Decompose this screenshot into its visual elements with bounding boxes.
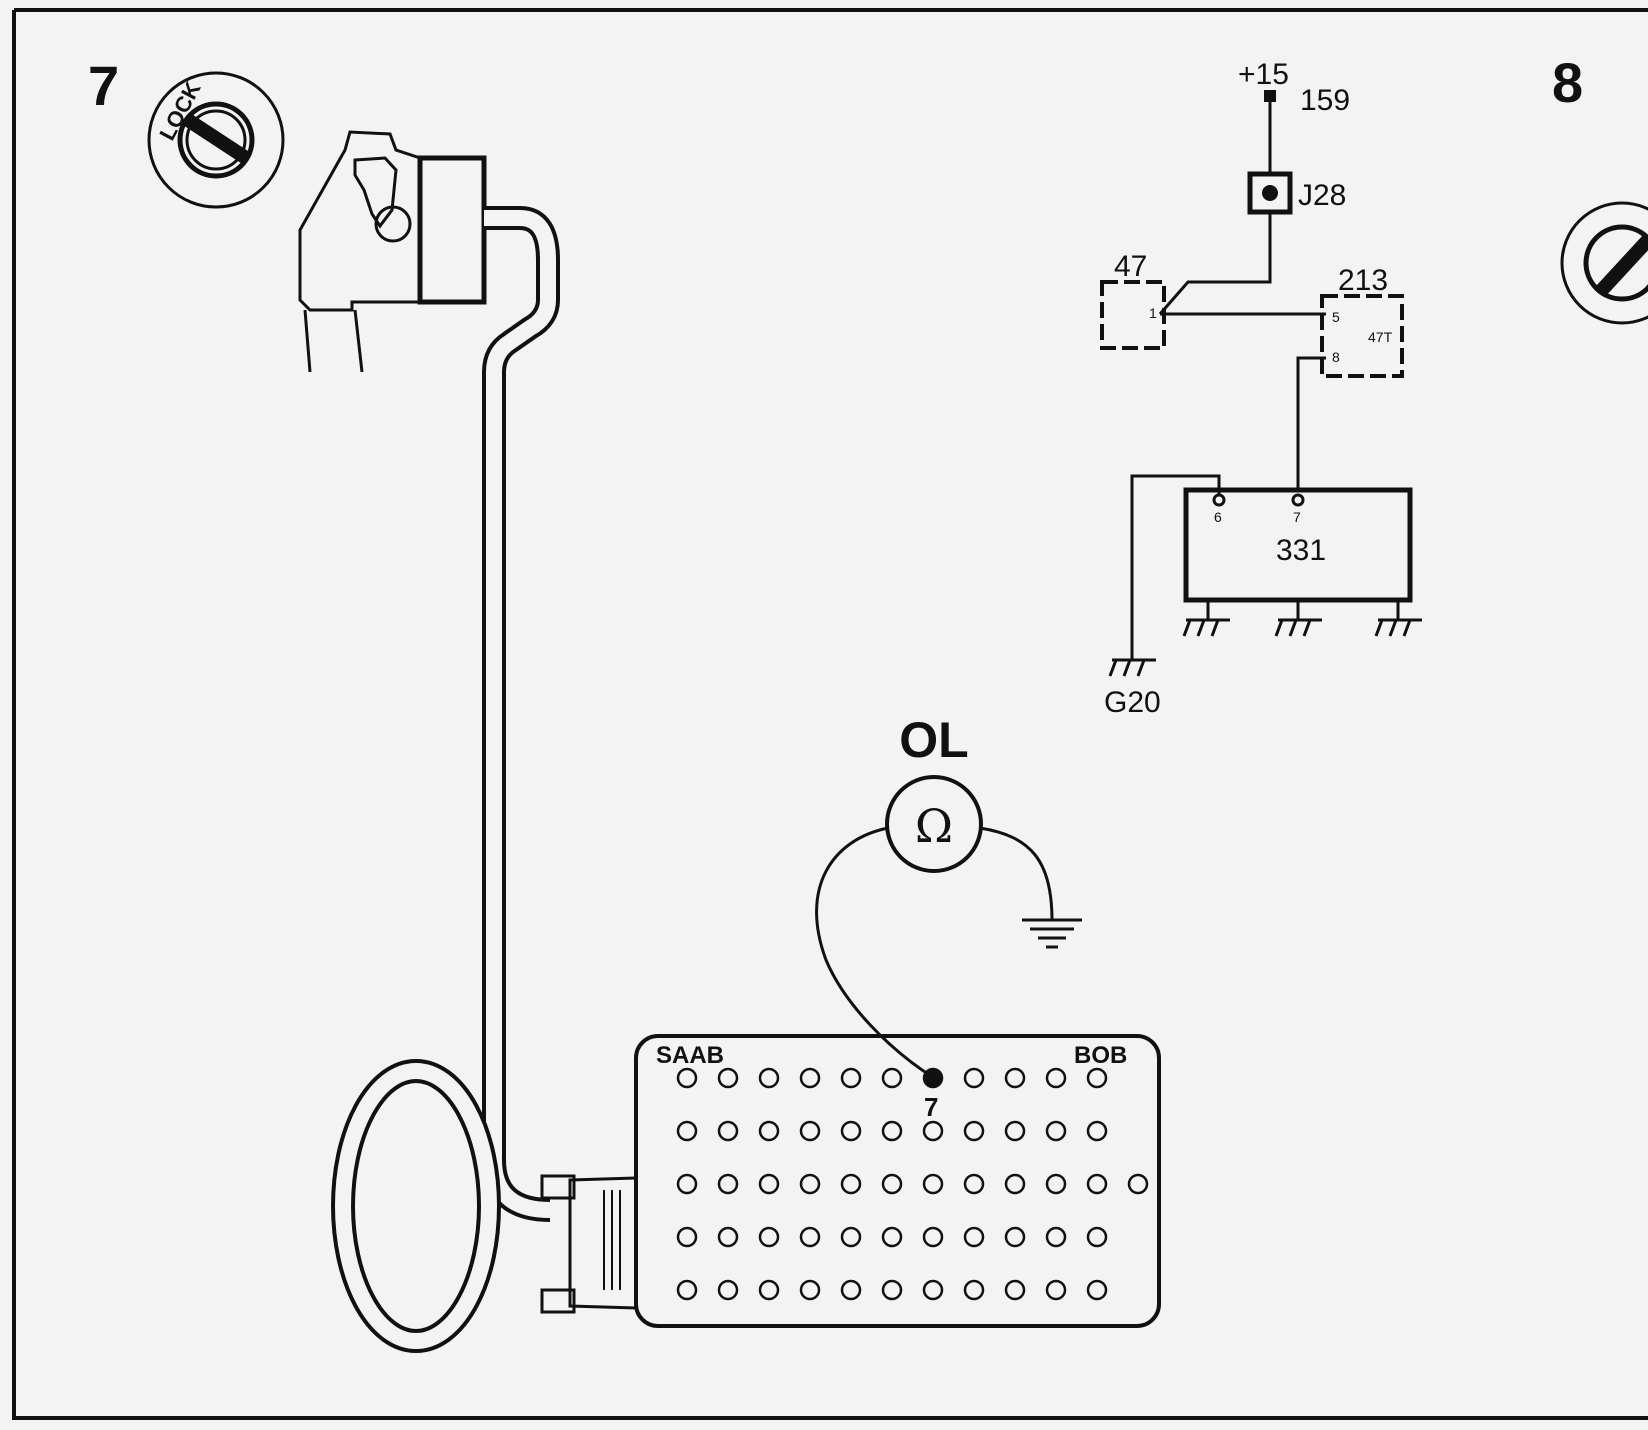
chassis-ground-icon xyxy=(1108,600,1422,677)
bob-pin xyxy=(717,1120,739,1142)
bob-pin xyxy=(758,1279,780,1301)
component-47-label: 47 xyxy=(1114,250,1147,283)
bob-pin xyxy=(1045,1279,1067,1301)
meter-reading: OL xyxy=(899,712,968,768)
bob-pin xyxy=(717,1279,739,1301)
bob-pin xyxy=(676,1120,698,1142)
wire-331-g20 xyxy=(1130,474,1221,660)
bob-pin xyxy=(922,1120,944,1142)
bob-pin xyxy=(922,1279,944,1301)
module-331-pin7: 7 xyxy=(1293,509,1301,525)
bob-pin xyxy=(799,1173,821,1195)
bob-pin xyxy=(963,1226,985,1248)
wire-j28 xyxy=(1158,212,1272,315)
module-331-pin6: 6 xyxy=(1214,509,1222,525)
bob-pin xyxy=(676,1173,698,1195)
bob-pin xyxy=(881,1226,903,1248)
db-connector-icon xyxy=(540,1174,638,1314)
ignition-lock-icon xyxy=(147,71,285,209)
bob-pin xyxy=(717,1173,739,1195)
component-213-pin8: 8 xyxy=(1332,349,1340,365)
probe-pin-label: 7 xyxy=(924,1092,938,1122)
panel-number-8: 8 xyxy=(1552,51,1583,114)
bob-pin xyxy=(758,1226,780,1248)
bob-brand: SAAB xyxy=(656,1042,724,1069)
panel-number-7: 7 xyxy=(88,54,119,117)
bob-pin xyxy=(1004,1120,1026,1142)
ground-symbol-icon xyxy=(1022,918,1082,949)
bob-pin xyxy=(1086,1173,1108,1195)
bob-pin xyxy=(963,1120,985,1142)
bob-pin xyxy=(1004,1279,1026,1301)
ohm-symbol: Ω xyxy=(915,799,953,853)
bob-pin xyxy=(840,1226,862,1248)
bob-pin xyxy=(840,1279,862,1301)
component-213 xyxy=(1320,294,1404,378)
bob-pin xyxy=(676,1067,698,1089)
bob-pin xyxy=(881,1067,903,1089)
bob-pin-grid xyxy=(676,1067,1149,1301)
bob-pin xyxy=(1045,1173,1067,1195)
bob-pin xyxy=(1004,1173,1026,1195)
bob-pin xyxy=(758,1067,780,1089)
bob-pin xyxy=(758,1120,780,1142)
bob-pin xyxy=(922,1173,944,1195)
bob-pin xyxy=(881,1120,903,1142)
bob-pin xyxy=(1045,1226,1067,1248)
bob-pin xyxy=(799,1120,821,1142)
bob-pin xyxy=(676,1279,698,1301)
bob-pin xyxy=(1086,1120,1108,1142)
diagnostic-connector-icon xyxy=(298,130,487,373)
bob-pin xyxy=(676,1226,698,1248)
component-213-inner: 47T xyxy=(1368,329,1393,345)
bob-pin xyxy=(1004,1067,1026,1089)
ground-label: G20 xyxy=(1104,686,1161,719)
component-213-pin5: 5 xyxy=(1332,309,1340,325)
bob-pin xyxy=(1045,1067,1067,1089)
bob-pin xyxy=(758,1173,780,1195)
bob-pin xyxy=(1004,1226,1026,1248)
probe-lead xyxy=(815,826,935,1080)
junction-label: J28 xyxy=(1298,179,1346,212)
module-331-label: 331 xyxy=(1276,534,1326,567)
cable-loop-inner xyxy=(335,1063,497,1349)
bob-pin xyxy=(963,1067,985,1089)
bob-pin xyxy=(922,1226,944,1248)
bob-pin xyxy=(799,1226,821,1248)
bob-pin xyxy=(881,1279,903,1301)
bob-pin xyxy=(1086,1226,1108,1248)
junction-dot xyxy=(1262,185,1278,201)
component-213-label: 213 xyxy=(1338,264,1388,297)
page-frame xyxy=(12,8,1648,1420)
bob-pin xyxy=(840,1173,862,1195)
ohmmeter xyxy=(885,775,983,873)
bob-pin xyxy=(840,1067,862,1089)
bob-pin xyxy=(717,1067,739,1089)
ground-lead xyxy=(979,826,1054,921)
cable-inner xyxy=(484,210,556,1218)
module-331-pin7-terminal xyxy=(1291,493,1305,507)
bob-pin xyxy=(799,1067,821,1089)
supply-label: +15 xyxy=(1238,58,1289,91)
bob-pin xyxy=(963,1173,985,1195)
bob-pin xyxy=(1045,1120,1067,1142)
bob-pin xyxy=(1127,1173,1149,1195)
bob-pin xyxy=(881,1173,903,1195)
probe-tip xyxy=(925,1069,943,1087)
bob-pin xyxy=(1086,1067,1108,1089)
bob-name: BOB xyxy=(1074,1042,1127,1069)
bob-pin xyxy=(799,1279,821,1301)
supply-terminal xyxy=(1264,90,1276,102)
component-47-pin: 1 xyxy=(1149,305,1157,321)
supply-node: 159 xyxy=(1300,84,1350,117)
bob-pin xyxy=(1086,1279,1108,1301)
bob-pin xyxy=(717,1226,739,1248)
bob-pin xyxy=(840,1120,862,1142)
ignition-lock-icon-2 xyxy=(1560,201,1648,325)
bob-pin xyxy=(963,1279,985,1301)
wire-213-331 xyxy=(1296,356,1326,494)
